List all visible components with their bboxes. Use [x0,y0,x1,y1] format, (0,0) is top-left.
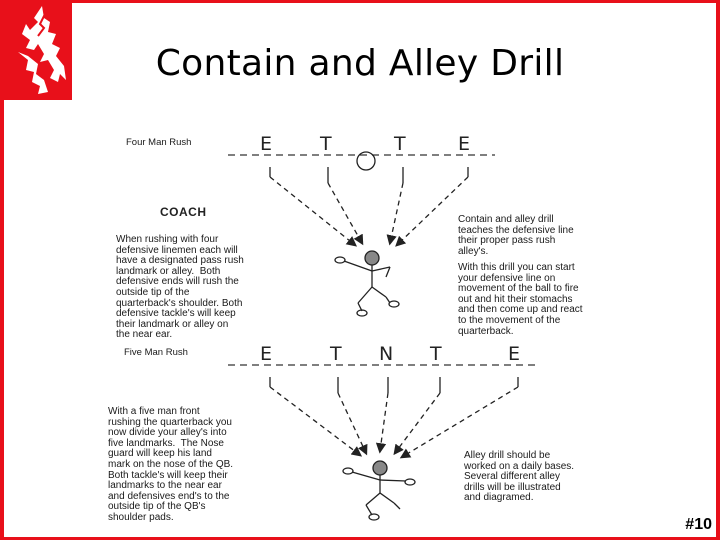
diagram-drawing [228,151,535,521]
four-man-position-e-left: E [260,133,273,155]
four-man-right-text-a: Contain and alley drill teaches the defe… [458,214,574,257]
quarterback-figure-2 [342,460,416,521]
four-man-path-left-end [269,176,358,247]
five-man-path-left-tackle [337,392,368,456]
five-man-position-t-right: T [430,343,442,365]
five-man-right-text: Alley drill should be worked on a daily … [464,450,575,504]
frame-border-bottom [0,537,720,540]
five-man-path-right-end [399,386,519,459]
five-man-path-left-end [269,386,363,457]
five-man-position-e-left: E [260,343,273,365]
five-man-path-nose [375,392,389,454]
five-man-rush-label: Five Man Rush [124,347,188,358]
five-man-position-n: N [379,343,394,365]
four-man-rush-label: Four Man Rush [126,137,192,148]
red-hawk-logo-icon [4,0,72,100]
four-man-position-t-right: T [394,133,406,155]
four-man-path-left-tackle [327,182,364,246]
four-man-right-text-b: With this drill you can start your defen… [458,262,583,337]
four-man-position-e-right: E [458,133,471,155]
five-man-position-t-left: T [330,343,342,365]
four-man-path-right-tackle [386,182,404,246]
frame-border-top [0,0,720,3]
five-man-position-e-right: E [508,343,521,365]
five-man-path-right-tackle [393,392,441,456]
frame-border-right [716,0,720,540]
slide-title: Contain and Alley Drill [155,43,565,84]
four-man-position-t-left: T [320,133,332,155]
five-man-left-text: With a five man front rushing the quarte… [108,406,234,523]
quarterback-figure-1 [334,250,400,317]
four-man-left-text: When rushing with four defensive linemen… [116,234,244,341]
ball-icon [356,151,376,171]
slide-number: #10 [685,516,712,533]
drill-diagram: Four Man Rush E T T E COACH When rushing… [108,125,630,530]
frame-border-left [0,0,4,540]
four-man-path-right-end [395,176,469,247]
coach-label: COACH [160,205,207,219]
